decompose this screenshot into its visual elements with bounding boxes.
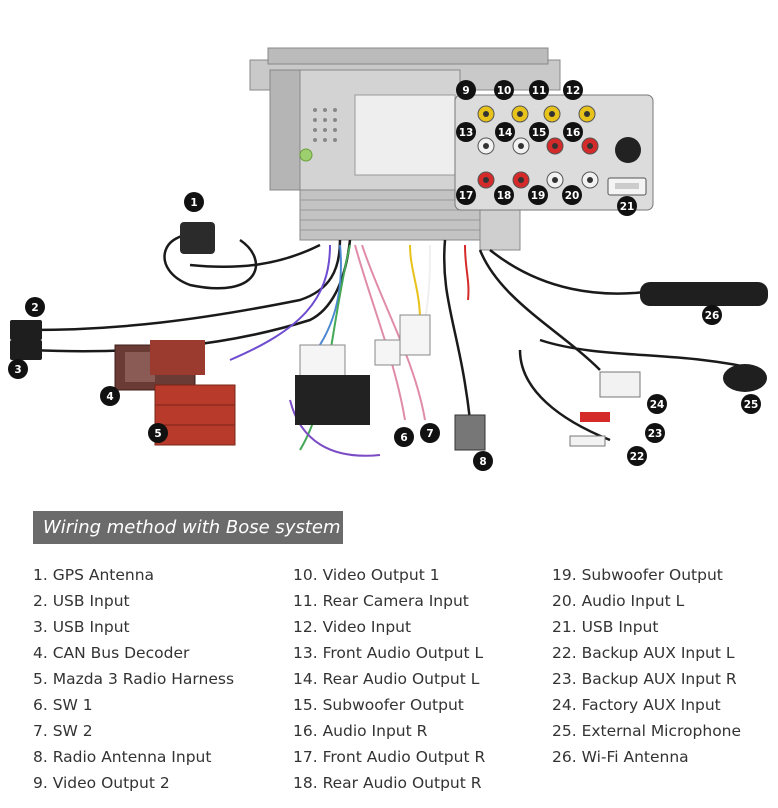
legend-item: 23. Backup AUX Input R — [552, 670, 737, 688]
legend-item: 25. External Microphone — [552, 722, 742, 740]
svg-text:16: 16 — [566, 127, 581, 139]
radio-harness — [150, 340, 236, 446]
callout-2: 2 — [25, 297, 45, 317]
spec-label — [354, 94, 456, 176]
external-microphone — [723, 364, 767, 392]
svg-text:23: 23 — [648, 428, 663, 440]
callout-18: 18 — [494, 185, 514, 205]
svg-text:2: 2 — [31, 302, 38, 314]
legend-item: 1. GPS Antenna — [33, 566, 155, 584]
head-unit — [249, 47, 561, 251]
callout-26: 26 — [702, 305, 722, 325]
legend-item: 17. Front Audio Output R — [293, 748, 486, 766]
svg-text:12: 12 — [566, 85, 581, 97]
svg-text:20: 20 — [565, 190, 580, 202]
legend-item: 5. Mazda 3 Radio Harness — [33, 670, 235, 688]
rear-connector-panel — [454, 94, 654, 211]
legend-item: 3. USB Input — [33, 618, 130, 636]
svg-text:22: 22 — [630, 451, 645, 463]
rca-row-video — [477, 105, 596, 123]
legend-item: 10. Video Output 1 — [293, 566, 440, 584]
legend-column-2: 10. Video Output 1 11. Rear Camera Input… — [293, 562, 485, 796]
callout-20: 20 — [562, 185, 582, 205]
callout-14: 14 — [495, 122, 515, 142]
callout-16: 16 — [563, 122, 583, 142]
rca-row-audio-1 — [477, 137, 599, 155]
legend-item: 20. Audio Input L — [552, 592, 685, 610]
svg-text:19: 19 — [531, 190, 546, 202]
svg-text:7: 7 — [426, 428, 433, 440]
callout-24: 24 — [647, 394, 667, 414]
svg-text:21: 21 — [620, 201, 635, 213]
rca-row-audio-2 — [477, 171, 599, 189]
svg-text:26: 26 — [705, 310, 720, 322]
callout-15: 15 — [529, 122, 549, 142]
wifi-antenna — [640, 282, 768, 306]
usb-cables — [10, 320, 42, 360]
callout-21: 21 — [617, 196, 637, 216]
legend-item: 14. Rear Audio Output L — [293, 670, 480, 688]
legend-item: 11. Rear Camera Input — [293, 592, 469, 610]
callout-17: 17 — [456, 185, 476, 205]
callout-6: 6 — [394, 427, 414, 447]
callout-22: 22 — [627, 446, 647, 466]
legend-item: 24. Factory AUX Input — [552, 696, 721, 714]
svg-text:8: 8 — [479, 456, 486, 468]
legend-item: 19. Subwoofer Output — [552, 566, 723, 584]
callout-7: 7 — [420, 423, 440, 443]
legend-column-3: 19. Subwoofer Output 20. Audio Input L 2… — [552, 562, 741, 770]
callout-19: 19 — [528, 185, 548, 205]
wiring-diagram: 1 2 3 4 5 6 7 8 9 10 11 12 13 14 15 16 1… — [8, 47, 768, 471]
legend-item: 4. CAN Bus Decoder — [33, 644, 190, 662]
legend-column-1: 1. GPS Antenna 2. USB Input 3. USB Input… — [33, 562, 234, 796]
callout-3: 3 — [8, 359, 28, 379]
legend-item: 22. Backup AUX Input L — [552, 644, 735, 662]
callout-5: 5 — [148, 423, 168, 443]
legend-item: 18. Rear Audio Output R — [293, 774, 482, 792]
radio-antenna-connector — [454, 414, 486, 451]
legend-item: 13. Front Audio Output L — [293, 644, 484, 662]
callout-4: 4 — [100, 386, 120, 406]
aux-connectors — [569, 371, 641, 447]
svg-text:9: 9 — [462, 85, 469, 97]
svg-text:24: 24 — [650, 399, 665, 411]
harness-connectors — [295, 314, 431, 425]
callout-25: 25 — [741, 394, 761, 414]
legend-item: 8. Radio Antenna Input — [33, 748, 212, 766]
legend-item: 9. Video Output 2 — [33, 774, 170, 792]
knob — [615, 137, 641, 163]
svg-text:25: 25 — [744, 399, 759, 411]
legend-item: 12. Video Input — [293, 618, 412, 636]
legend-item: 26. Wi-Fi Antenna — [552, 748, 689, 766]
svg-text:6: 6 — [400, 432, 407, 444]
svg-text:1: 1 — [190, 197, 197, 209]
svg-text:15: 15 — [532, 127, 547, 139]
svg-text:17: 17 — [459, 190, 474, 202]
section-banner: Wiring method with Bose system — [33, 511, 343, 544]
callout-9: 9 — [456, 80, 476, 100]
callout-12: 12 — [563, 80, 583, 100]
svg-text:14: 14 — [498, 127, 513, 139]
callout-1: 1 — [184, 192, 204, 212]
callout-11: 11 — [529, 80, 549, 100]
legend-item: 15. Subwoofer Output — [293, 696, 464, 714]
legend-item: 2. USB Input — [33, 592, 130, 610]
legend-item: 7. SW 2 — [33, 722, 93, 740]
svg-text:13: 13 — [459, 127, 474, 139]
legend-item: 6. SW 1 — [33, 696, 93, 714]
legend-item: 21. USB Input — [552, 618, 659, 636]
svg-text:10: 10 — [497, 85, 512, 97]
svg-text:4: 4 — [106, 391, 113, 403]
svg-text:5: 5 — [154, 428, 161, 440]
svg-text:18: 18 — [497, 190, 512, 202]
svg-text:11: 11 — [532, 85, 547, 97]
svg-text:3: 3 — [14, 364, 21, 376]
legend-item: 16. Audio Input R — [293, 722, 428, 740]
callout-13: 13 — [456, 122, 476, 142]
callout-23: 23 — [645, 423, 665, 443]
gps-antenna — [180, 222, 215, 254]
callout-8: 8 — [473, 451, 493, 471]
callout-10: 10 — [494, 80, 514, 100]
